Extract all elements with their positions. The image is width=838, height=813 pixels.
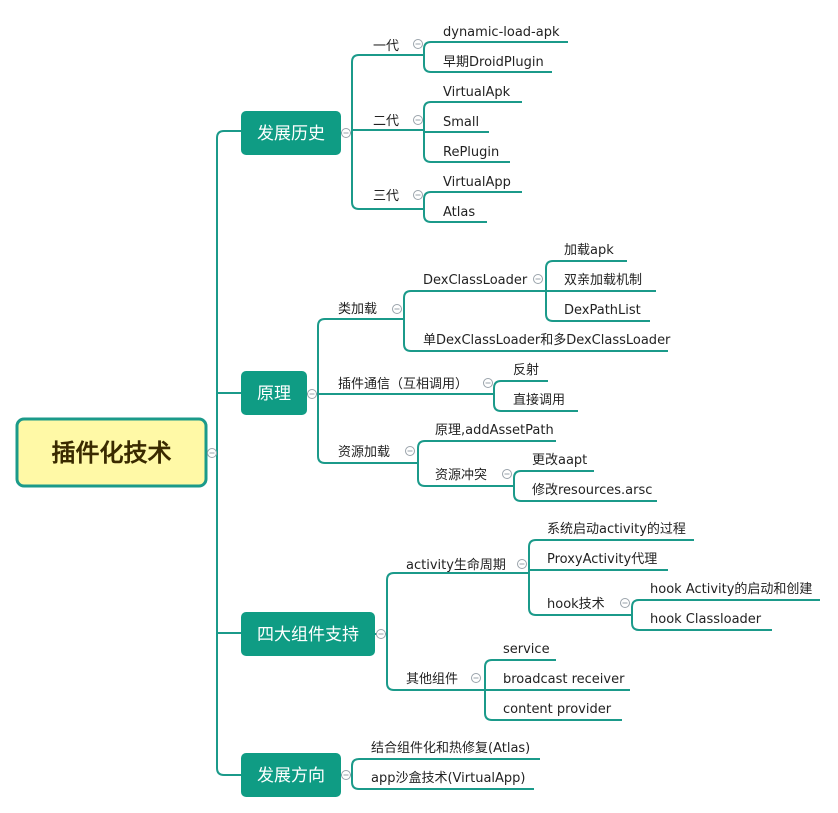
branch-label: 发展方向 <box>257 766 325 786</box>
topic-node[interactable]: service <box>503 642 550 657</box>
topic-node[interactable]: 系统启动activity的过程 <box>547 521 686 537</box>
collapse-toggle-icon[interactable] <box>620 598 630 608</box>
topic-node[interactable]: DexClassLoader <box>423 273 528 288</box>
topic-node[interactable]: 双亲加载机制 <box>564 273 642 288</box>
topic-node[interactable]: 单DexClassLoader和多DexClassLoader <box>423 332 671 348</box>
topic-node[interactable]: VirtualApk <box>443 85 511 100</box>
topic-node[interactable]: 资源冲突 <box>435 467 487 483</box>
collapse-toggle-icon[interactable] <box>413 115 423 125</box>
root-node-label: 插件化技术 <box>52 439 172 467</box>
collapse-toggle-icon[interactable] <box>376 629 386 639</box>
topic-node[interactable]: 资源加载 <box>338 445 390 460</box>
topic-node[interactable]: 类加载 <box>338 302 377 317</box>
topic-node[interactable]: broadcast receiver <box>503 672 625 687</box>
topic-node[interactable]: 其他组件 <box>406 672 458 687</box>
collapse-toggle-icon[interactable] <box>413 190 423 200</box>
topic-node[interactable]: activity生命周期 <box>406 557 506 573</box>
collapse-toggle-icon[interactable] <box>307 389 317 399</box>
topic-node[interactable]: ProxyActivity代理 <box>547 552 657 567</box>
topic-node[interactable]: 早期DroidPlugin <box>443 55 544 70</box>
topic-node[interactable]: Atlas <box>443 205 475 220</box>
topic-node[interactable]: dynamic-load-apk <box>443 25 560 40</box>
topic-node[interactable]: 直接调用 <box>513 392 565 408</box>
collapse-toggle-icon[interactable] <box>405 446 415 456</box>
topic-node[interactable]: 原理,addAssetPath <box>435 423 554 438</box>
topic-node[interactable]: app沙盒技术(VirtualApp) <box>371 770 526 786</box>
topic-node[interactable]: 三代 <box>373 189 399 204</box>
topic-node[interactable]: hook技术 <box>547 597 605 612</box>
topic-node[interactable]: 结合组件化和热修复(Atlas) <box>371 741 530 756</box>
branch-label: 发展历史 <box>257 124 325 144</box>
collapse-toggle-icon[interactable] <box>413 39 423 49</box>
topic-node[interactable]: hook Activity的启动和创建 <box>650 581 812 597</box>
collapse-toggle-icon[interactable] <box>517 559 527 569</box>
topic-node[interactable]: 加载apk <box>564 243 614 258</box>
collapse-toggle-icon[interactable] <box>502 469 512 479</box>
root-node[interactable]: 插件化技术 <box>15 417 208 488</box>
topic-node[interactable]: 二代 <box>373 114 399 129</box>
branch-node-history[interactable]: 发展历史 <box>241 111 341 155</box>
collapse-toggle-icon[interactable] <box>207 448 217 458</box>
collapse-toggle-icon[interactable] <box>341 128 351 138</box>
topic-node[interactable]: Small <box>443 115 479 130</box>
branch-node-components[interactable]: 四大组件支持 <box>241 612 375 656</box>
topic-node[interactable]: 一代 <box>373 39 399 54</box>
connector-lines <box>207 41 820 790</box>
topic-node[interactable]: 修改resources.arsc <box>532 483 652 498</box>
collapse-toggle-icon[interactable] <box>483 378 493 388</box>
topic-node[interactable]: hook Classloader <box>650 612 762 627</box>
topic-node[interactable]: content provider <box>503 702 612 717</box>
topic-node[interactable]: 反射 <box>513 362 539 378</box>
branch-label: 原理 <box>257 384 291 404</box>
collapse-toggle-icon[interactable] <box>471 673 481 683</box>
topic-node[interactable]: 插件通信（互相调用） <box>338 377 468 392</box>
branch-label: 四大组件支持 <box>257 625 359 645</box>
branch-node-direction[interactable]: 发展方向 <box>241 753 341 797</box>
topic-node[interactable]: RePlugin <box>443 145 499 160</box>
collapse-toggle-icon[interactable] <box>533 274 543 284</box>
topic-node[interactable]: DexPathList <box>564 303 641 318</box>
branch-node-principle[interactable]: 原理 <box>241 371 307 415</box>
topic-node[interactable]: 更改aapt <box>532 453 587 468</box>
collapse-toggle-icon[interactable] <box>341 770 351 780</box>
topic-node[interactable]: VirtualApp <box>443 175 511 190</box>
collapse-toggle-icon[interactable] <box>392 304 402 314</box>
